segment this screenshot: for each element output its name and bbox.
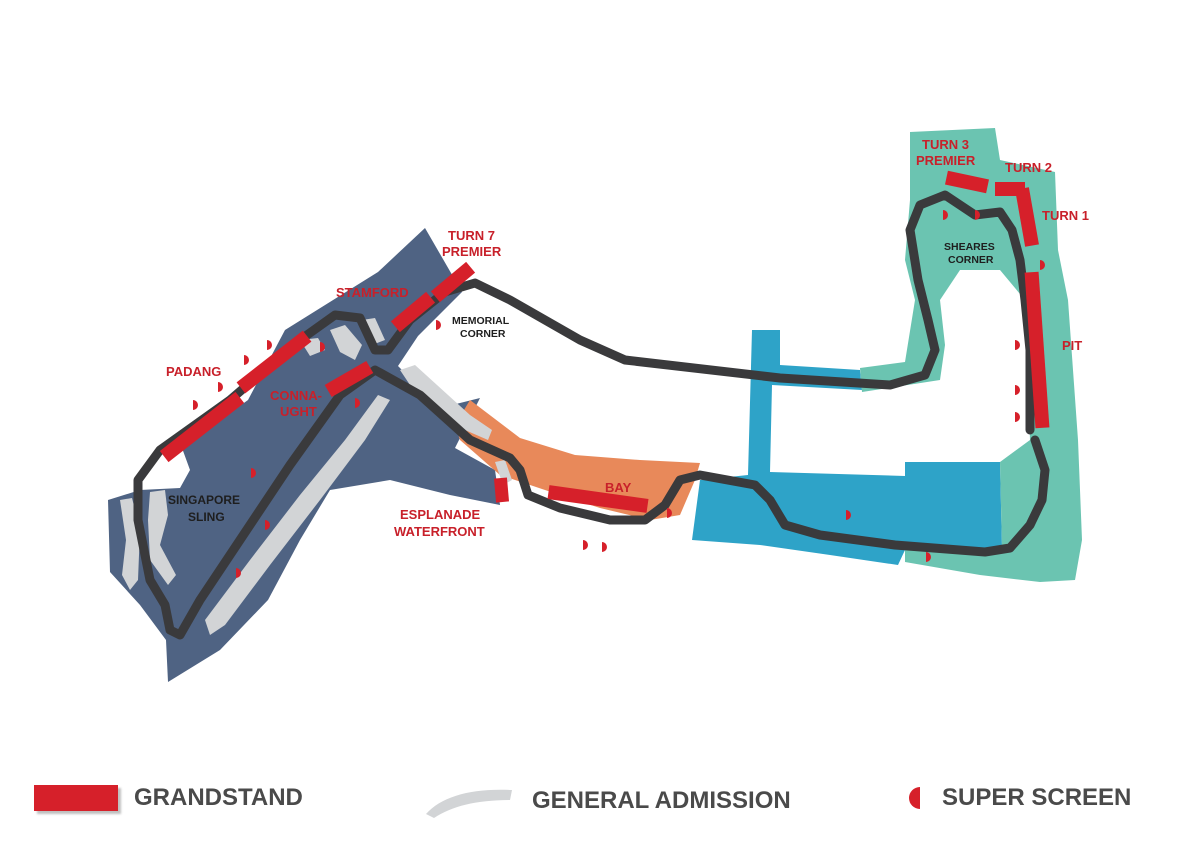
legend-general-admission: GENERAL ADMISSION xyxy=(422,784,791,818)
legend: GRANDSTAND GENERAL ADMISSION SUPER SCREE… xyxy=(0,770,1200,840)
grey-strip-icon xyxy=(426,789,512,818)
super-screen-icon[interactable] xyxy=(1015,385,1020,395)
super-screen-icon[interactable] xyxy=(320,342,325,352)
super-screen-icon[interactable] xyxy=(355,398,360,408)
label-turn1: TURN 1 xyxy=(1042,208,1089,223)
super-screen-icon[interactable] xyxy=(602,542,607,552)
super-screen-icon[interactable] xyxy=(236,568,241,578)
zone-orange[interactable] xyxy=(455,400,700,520)
zone-blue[interactable] xyxy=(692,330,1002,565)
legend-general-admission-label: GENERAL ADMISSION xyxy=(532,787,791,814)
grandstand-padang-upper[interactable] xyxy=(236,330,312,394)
label-padang: PADANG xyxy=(166,364,221,379)
super-screen-icon[interactable] xyxy=(1040,260,1045,270)
grandstand-padang-lower[interactable] xyxy=(159,391,245,463)
label-turn7-premier-2: PREMIER xyxy=(442,244,502,259)
label-memorial-corner-2: CORNER xyxy=(460,328,506,340)
super-screen-icon[interactable] xyxy=(193,400,198,410)
label-esplanade-waterfront-1: ESPLANADE xyxy=(400,507,481,522)
map-labels: TURN 3 PREMIER TURN 2 TURN 1 SHEARES COR… xyxy=(166,137,1089,539)
super-screen-icon[interactable] xyxy=(244,355,249,365)
grandstands xyxy=(159,170,1050,513)
label-singapore-sling-2: SLING xyxy=(188,510,225,524)
grandstand-turn7-premier[interactable] xyxy=(430,261,476,303)
half-circle-icon xyxy=(909,787,920,809)
label-bay: BAY xyxy=(605,480,632,495)
grandstand-turn1[interactable] xyxy=(1015,187,1039,247)
label-turn2: TURN 2 xyxy=(1005,160,1052,175)
label-turn3-premier-1: TURN 3 xyxy=(922,137,969,152)
super-screen-icon[interactable] xyxy=(846,510,851,520)
super-screen-icon[interactable] xyxy=(267,340,272,350)
label-memorial-corner-1: MEMORIAL xyxy=(452,315,510,327)
grandstand-esplanade-waterfront[interactable] xyxy=(493,477,510,503)
label-sheares-corner-1: SHEARES xyxy=(944,241,995,253)
general-admission-areas xyxy=(120,318,512,635)
super-screen-icon[interactable] xyxy=(943,210,948,220)
red-bar-icon xyxy=(34,785,118,811)
grandstand-pit[interactable] xyxy=(1024,271,1050,429)
ga-area-esplanade-lower[interactable] xyxy=(205,395,390,635)
ga-area-memorial[interactable] xyxy=(330,325,362,360)
super-screen-icon[interactable] xyxy=(251,468,256,478)
race-track xyxy=(133,190,1050,640)
super-screen-icon[interactable] xyxy=(1015,412,1020,422)
legend-super-screen-label: SUPER SCREEN xyxy=(942,784,1132,811)
grandstand-bay[interactable] xyxy=(547,485,649,513)
label-turn3-premier-2: PREMIER xyxy=(916,153,976,168)
ga-area-sling-b[interactable] xyxy=(148,490,176,585)
grandstand-stamford[interactable] xyxy=(390,291,436,333)
super-screen-icon[interactable] xyxy=(218,382,223,392)
zone-dark-blue[interactable] xyxy=(108,228,500,682)
super-screen-icon[interactable] xyxy=(975,210,980,220)
label-turn7-premier-1: TURN 7 xyxy=(448,228,495,243)
grandstand-turn3-premier[interactable] xyxy=(945,170,989,194)
label-sheares-corner-2: CORNER xyxy=(948,254,994,266)
super-screen-icon[interactable] xyxy=(1015,340,1020,350)
label-connaught-1: CONNA- xyxy=(270,388,322,403)
zones xyxy=(108,128,1082,682)
super-screen-icon[interactable] xyxy=(667,508,672,518)
label-esplanade-waterfront-2: WATERFRONT xyxy=(394,524,485,539)
label-stamford: STAMFORD xyxy=(336,285,409,300)
label-pit: PIT xyxy=(1062,338,1082,353)
label-connaught-2: UGHT xyxy=(280,404,317,419)
ga-area-waterfront[interactable] xyxy=(400,365,492,440)
super-screen-icon[interactable] xyxy=(436,320,441,330)
legend-grandstand-label: GRANDSTAND xyxy=(134,784,303,811)
super-screens xyxy=(193,210,1045,578)
super-screen-icon[interactable] xyxy=(265,520,270,530)
grandstand-connaught[interactable] xyxy=(324,360,374,398)
super-screen-icon[interactable] xyxy=(583,540,588,550)
super-screen-icon[interactable] xyxy=(926,552,931,562)
ga-area-bay-entry[interactable] xyxy=(495,460,512,485)
legend-super-screen: SUPER SCREEN xyxy=(906,784,1131,812)
label-singapore-sling-1: SINGAPORE xyxy=(168,493,240,507)
legend-grandstand: GRANDSTAND xyxy=(34,784,303,812)
